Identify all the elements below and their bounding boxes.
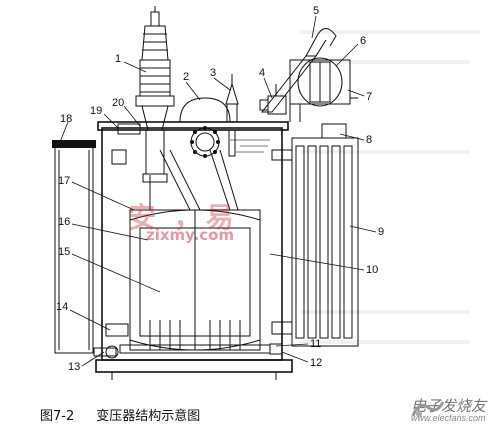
part-labels: 1 2 3 4 5 6 7 8 9 10 11 12 13 14 15 16 1…: [56, 5, 384, 373]
background-texture: [300, 30, 480, 344]
label-16: 16: [58, 216, 70, 228]
label-13: 13: [68, 361, 80, 373]
label-3: 3: [210, 67, 216, 79]
label-5: 5: [313, 5, 319, 17]
label-15: 15: [58, 246, 70, 258]
label-18: 18: [60, 113, 72, 125]
logo-mark-icon: [411, 400, 445, 417]
label-2: 2: [183, 71, 189, 83]
radiator: [271, 123, 359, 347]
internal-leads: [149, 149, 239, 211]
label-20: 20: [112, 97, 124, 109]
watermark-overlay-url: zixmy.com: [146, 226, 235, 244]
label-9: 9: [378, 226, 384, 238]
label-6: 6: [360, 35, 366, 47]
label-4: 4: [259, 67, 265, 79]
gas-relay-pipe: [259, 28, 337, 115]
main-tank: [95, 121, 293, 380]
label-12: 12: [310, 357, 322, 369]
label-11: 11: [310, 338, 321, 350]
label-10: 10: [366, 264, 378, 276]
lv-bushing: [225, 74, 239, 157]
figure-caption: 图7-2 变压器结构示意图: [40, 405, 200, 424]
conservator-tank: [52, 140, 96, 354]
figure-number: 图7-2: [40, 409, 75, 424]
label-8: 8: [366, 134, 372, 146]
site-logo: 电子发烧友 www.elecfans.com: [411, 398, 486, 424]
tap-changer: [179, 97, 231, 158]
hv-bushing: [135, 6, 175, 183]
label-17: 17: [58, 175, 70, 187]
label-19: 19: [90, 105, 102, 117]
label-14: 14: [56, 301, 68, 313]
logo-en-text: www.elecfans.com: [410, 413, 486, 424]
leader-lines: [59, 15, 377, 367]
label-1: 1: [115, 53, 121, 65]
oil-conservator: [289, 57, 358, 122]
figure-title: 变压器结构示意图: [96, 409, 201, 424]
watermark-overlay-text: 安 ，易: [128, 201, 238, 234]
fittings: [93, 123, 283, 359]
label-7: 7: [366, 91, 372, 103]
